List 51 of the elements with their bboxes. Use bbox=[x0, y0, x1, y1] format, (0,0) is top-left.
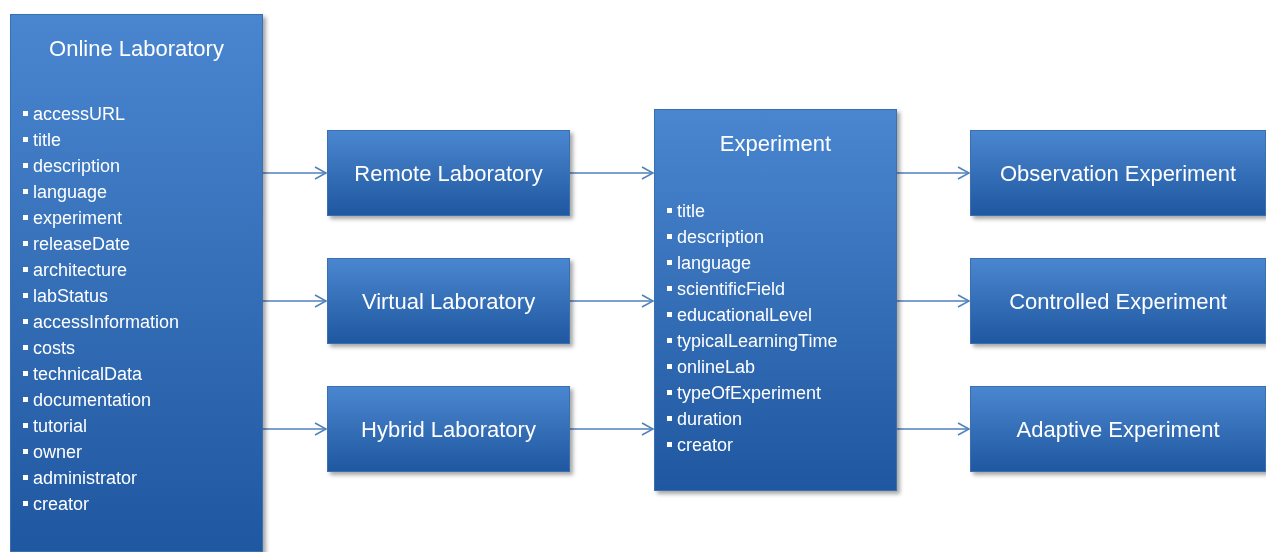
attribute-item: duration bbox=[677, 407, 743, 431]
attribute-item: creator bbox=[33, 492, 90, 516]
attribute-item: typeOfExperiment bbox=[677, 381, 822, 405]
attribute-item: language bbox=[677, 251, 752, 275]
arrow bbox=[262, 422, 327, 436]
box-label: Hybrid Laboratory bbox=[361, 415, 536, 444]
box-label: Virtual Laboratory bbox=[361, 287, 536, 316]
attribute-item: documentation bbox=[33, 388, 152, 412]
attribute-item: accessInformation bbox=[33, 310, 180, 334]
box-label: Observation Experiment bbox=[1000, 159, 1236, 188]
process-box bbox=[970, 386, 1266, 472]
attribute-item: description bbox=[677, 225, 765, 249]
arrow bbox=[569, 422, 654, 436]
process-box bbox=[327, 130, 570, 216]
arrow bbox=[896, 294, 970, 308]
arrow bbox=[569, 294, 654, 308]
class-box bbox=[654, 109, 897, 491]
process-box bbox=[970, 130, 1266, 216]
process-box bbox=[970, 258, 1266, 344]
class-box bbox=[10, 14, 263, 552]
process-box bbox=[327, 258, 570, 344]
attribute-item: title bbox=[677, 199, 705, 223]
arrow bbox=[262, 166, 327, 180]
attribute-item: architecture bbox=[33, 258, 128, 282]
arrow bbox=[262, 294, 327, 308]
box-label: Adaptive Experiment bbox=[1016, 415, 1220, 444]
attribute-item: releaseDate bbox=[33, 232, 131, 256]
attribute-item: experiment bbox=[33, 206, 123, 230]
arrow bbox=[896, 166, 970, 180]
attribute-item: tutorial bbox=[33, 414, 88, 438]
attribute-item: scientificField bbox=[677, 277, 786, 301]
attribute-item: costs bbox=[33, 336, 75, 360]
arrow bbox=[569, 166, 654, 180]
attribute-item: administrator bbox=[33, 466, 138, 490]
box-heading: Experiment bbox=[719, 130, 832, 158]
attribute-item: educationalLevel bbox=[677, 303, 813, 327]
arrow bbox=[896, 422, 970, 436]
attribute-item: description bbox=[33, 154, 121, 178]
process-box bbox=[327, 386, 570, 472]
attribute-item: owner bbox=[33, 440, 83, 464]
attribute-item: technicalData bbox=[33, 362, 143, 386]
box-label: Controlled Experiment bbox=[1009, 287, 1227, 316]
attribute-item: labStatus bbox=[33, 284, 109, 308]
attribute-item: typicalLearningTime bbox=[677, 329, 838, 353]
box-heading: Online Laboratory bbox=[49, 35, 224, 63]
attribute-item: language bbox=[33, 180, 108, 204]
attribute-item: creator bbox=[677, 433, 734, 457]
attribute-item: onlineLab bbox=[677, 355, 756, 379]
attribute-item: title bbox=[33, 128, 61, 152]
attribute-item: accessURL bbox=[33, 102, 126, 126]
box-label: Remote Laboratory bbox=[354, 159, 543, 188]
